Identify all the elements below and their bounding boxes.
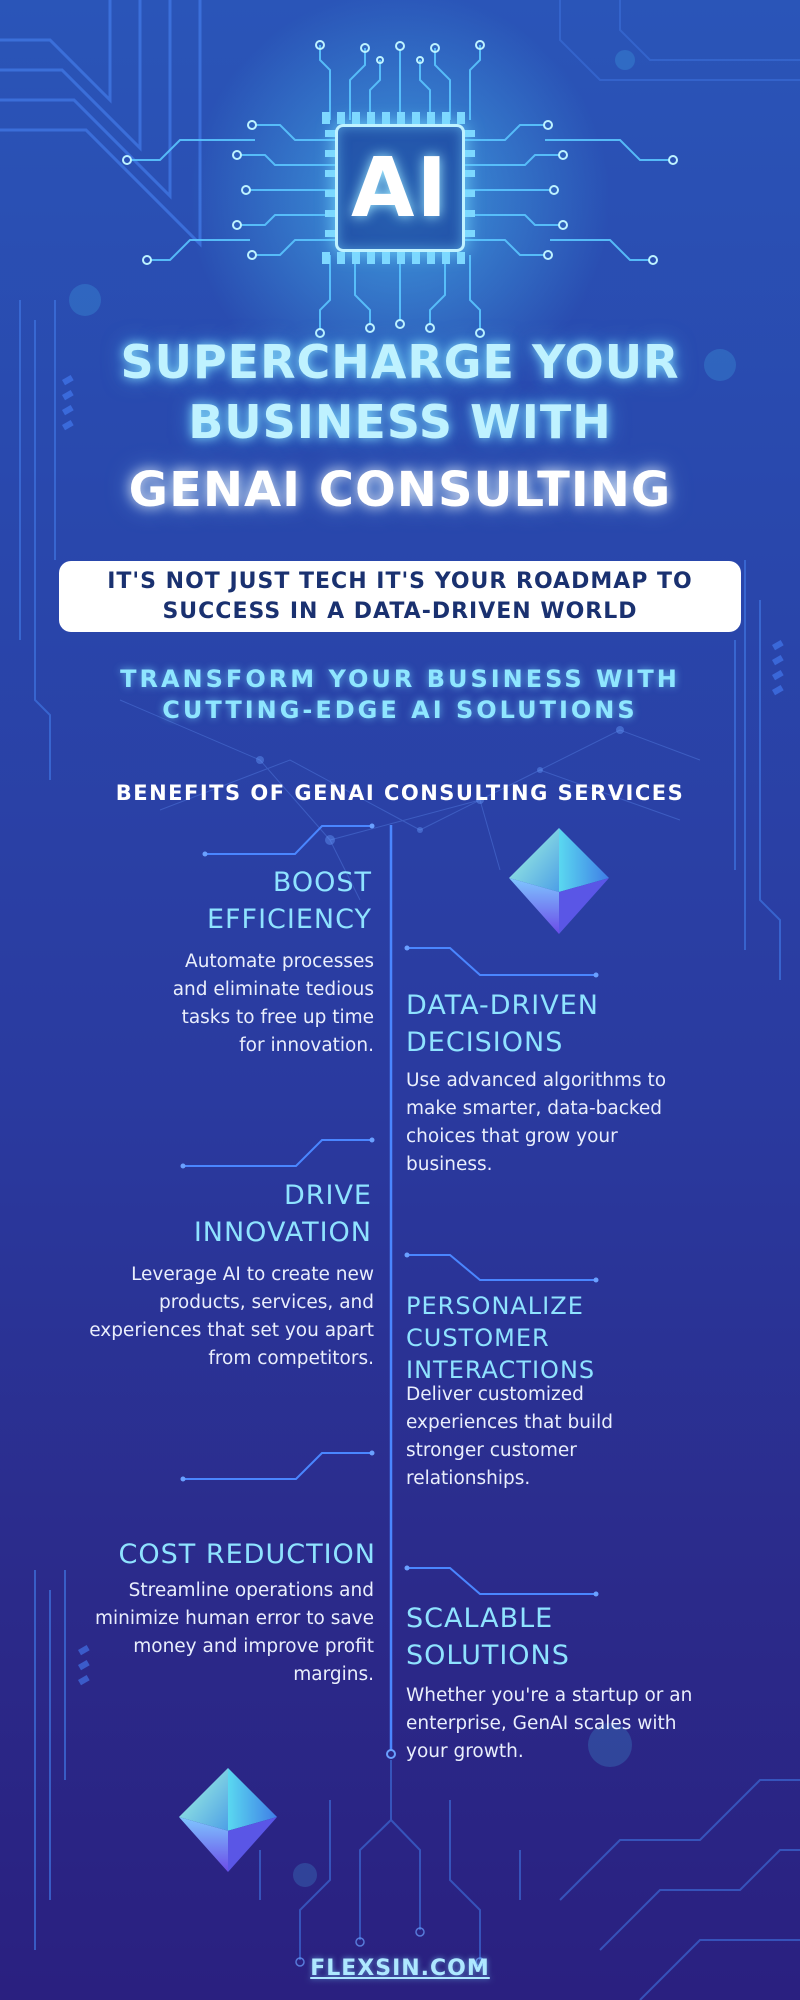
benefit-desc-line: and eliminate tedious bbox=[172, 979, 374, 1000]
benefit-boost-efficiency-title: BOOST EFFICIENCY bbox=[207, 864, 372, 938]
benefit-title-line: PERSONALIZE bbox=[406, 1292, 584, 1320]
benefit-title-line: DRIVE bbox=[283, 1180, 372, 1211]
benefit-desc-line: from competitors. bbox=[208, 1348, 374, 1369]
benefit-title-line: INTERACTIONS bbox=[406, 1356, 596, 1384]
benefit-desc-line: relationships. bbox=[406, 1468, 531, 1489]
benefit-title-line: DATA-DRIVEN bbox=[406, 990, 599, 1021]
benefit-desc-line: experiences that set you apart bbox=[89, 1320, 374, 1341]
benefit-drive-innovation-title: DRIVE INNOVATION bbox=[194, 1177, 372, 1251]
benefit-desc-line: your growth. bbox=[406, 1741, 524, 1762]
benefit-desc-line: choices that grow your bbox=[406, 1126, 618, 1147]
benefit-desc-line: minimize human error to save bbox=[95, 1608, 374, 1629]
benefit-desc-line: Automate processes bbox=[185, 951, 374, 972]
benefit-title-line: INNOVATION bbox=[193, 1217, 372, 1248]
benefit-desc-line: business. bbox=[406, 1154, 493, 1175]
transform-line-2: CUTTING-EDGE AI SOLUTIONS bbox=[162, 696, 638, 724]
headline-line-3: GENAI CONSULTING bbox=[128, 462, 672, 518]
benefit-desc-line: enterprise, GenAI scales with bbox=[406, 1713, 677, 1734]
benefit-desc-line: tasks to free up time bbox=[181, 1007, 374, 1028]
benefit-desc-line: for innovation. bbox=[239, 1035, 374, 1056]
benefit-personalize-title: PERSONALIZE CUSTOMER INTERACTIONS bbox=[406, 1290, 595, 1386]
benefit-desc-line: make smarter, data-backed bbox=[406, 1098, 663, 1119]
benefit-data-driven-desc: Use advanced algorithms to make smarter,… bbox=[406, 1067, 666, 1179]
footer-website-link[interactable]: FLEXSIN.COM bbox=[310, 1956, 490, 1981]
benefit-scalable-desc: Whether you're a startup or an enterpris… bbox=[406, 1682, 692, 1766]
benefit-title-line: COST REDUCTION bbox=[118, 1539, 376, 1570]
benefit-desc-line: margins. bbox=[293, 1664, 374, 1685]
benefit-title-line: DECISIONS bbox=[406, 1027, 564, 1058]
benefit-desc-line: experiences that build bbox=[406, 1412, 613, 1433]
chip-label: AI bbox=[351, 140, 449, 236]
benefit-desc-line: Deliver customized bbox=[406, 1384, 584, 1405]
gem-icon bbox=[178, 1768, 278, 1872]
benefit-drive-innovation-desc: Leverage AI to create new products, serv… bbox=[89, 1261, 374, 1373]
benefit-desc-line: stronger customer bbox=[406, 1440, 577, 1461]
tagline-banner: IT'S NOT JUST TECH IT'S YOUR ROADMAP TO … bbox=[59, 561, 741, 632]
headline-line-2: BUSINESS WITH bbox=[188, 395, 612, 449]
benefit-cost-reduction-desc: Streamline operations and minimize human… bbox=[95, 1577, 374, 1689]
benefit-title-line: CUSTOMER bbox=[406, 1324, 550, 1352]
benefit-cost-reduction-title: COST REDUCTION bbox=[119, 1536, 376, 1573]
benefit-desc-line: products, services, and bbox=[158, 1292, 374, 1313]
benefit-desc-line: Leverage AI to create new bbox=[131, 1264, 374, 1285]
banner-line-2: SUCCESS IN A DATA-DRIVEN WORLD bbox=[162, 598, 638, 624]
transform-line-1: TRANSFORM YOUR BUSINESS WITH bbox=[120, 665, 680, 693]
benefit-desc-line: Use advanced algorithms to bbox=[406, 1070, 667, 1091]
banner-line-1: IT'S NOT JUST TECH IT'S YOUR ROADMAP TO bbox=[107, 568, 693, 594]
benefits-title: BENEFITS OF GENAI CONSULTING SERVICES bbox=[115, 781, 685, 805]
benefit-title-line: EFFICIENCY bbox=[206, 904, 372, 935]
benefit-title-line: SCALABLE bbox=[406, 1603, 554, 1634]
benefit-title-line: SOLUTIONS bbox=[406, 1640, 570, 1671]
benefit-desc-line: Whether you're a startup or an bbox=[406, 1685, 693, 1706]
benefit-personalize-desc: Deliver customized experiences that buil… bbox=[406, 1381, 613, 1493]
gem-icon bbox=[509, 828, 609, 934]
headline-line-1: SUPERCHARGE YOUR bbox=[120, 335, 680, 389]
benefit-data-driven-title: DATA-DRIVEN DECISIONS bbox=[406, 987, 599, 1061]
benefit-scalable-title: SCALABLE SOLUTIONS bbox=[406, 1600, 570, 1674]
benefit-boost-efficiency-desc: Automate processes and eliminate tedious… bbox=[173, 948, 374, 1060]
benefit-title-line: BOOST bbox=[272, 867, 372, 898]
benefit-desc-line: Streamline operations and bbox=[128, 1580, 374, 1601]
ai-chip-icon: AI bbox=[335, 124, 465, 252]
benefit-desc-line: money and improve profit bbox=[133, 1636, 374, 1657]
